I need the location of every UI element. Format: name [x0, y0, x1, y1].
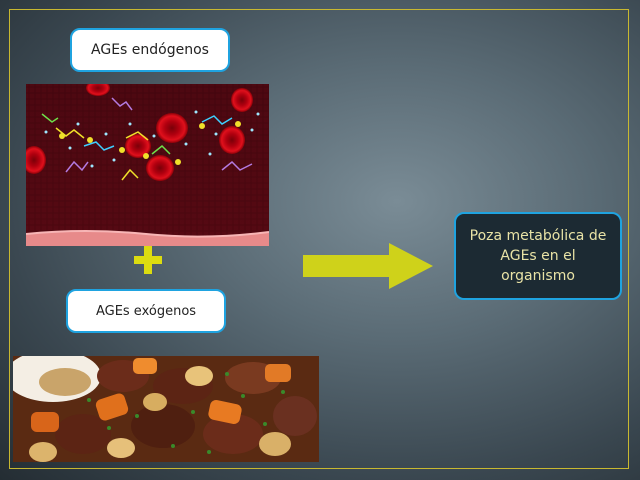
metabolic-pool-text: Poza metabólica de AGEs en el organismo: [469, 228, 607, 284]
slide-frame: [9, 9, 629, 469]
exogenous-ages-text: AGEs exógenos: [95, 303, 197, 319]
exogenous-ages-label: AGEs exógenos: [66, 289, 226, 333]
endogenous-ages-label: AGEs endógenos: [70, 28, 230, 72]
plus-icon: [133, 245, 163, 275]
metabolic-pool-label: Poza metabólica de AGEs en el organismo: [454, 212, 622, 300]
endogenous-ages-text: AGEs endógenos: [91, 42, 209, 58]
blood-vessel-image: [26, 84, 269, 246]
right-arrow-icon: [303, 243, 433, 289]
stew-food-image: [13, 356, 319, 462]
